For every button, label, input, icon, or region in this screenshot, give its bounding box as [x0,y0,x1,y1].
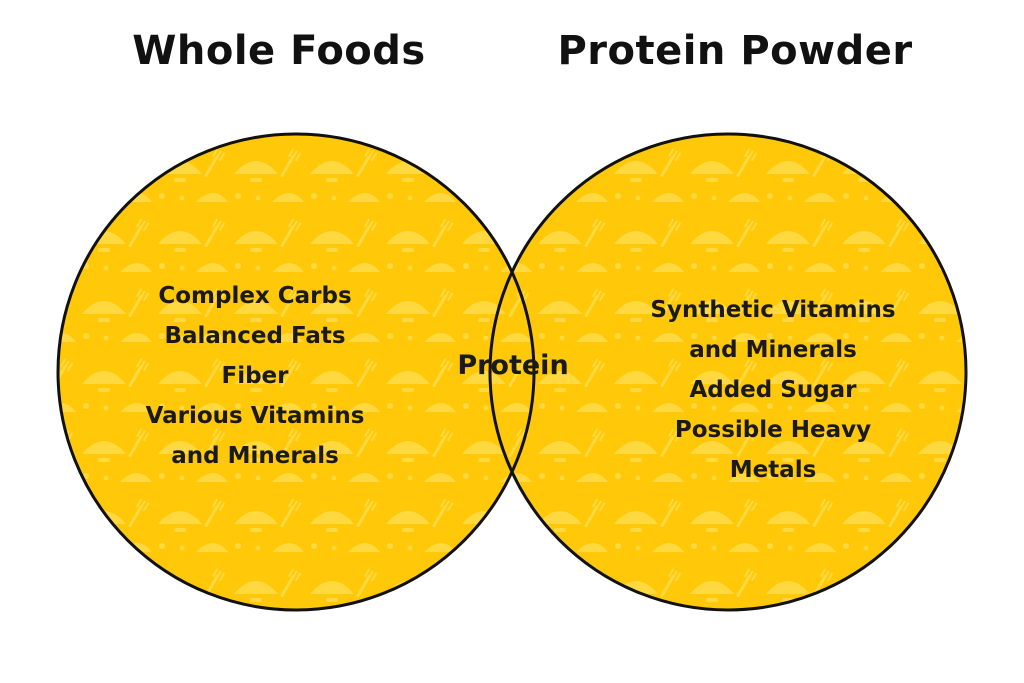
right-set-item: and Minerals [689,337,857,363]
left-circle [58,134,534,610]
right-set-item: Possible Heavy [674,417,872,443]
right-circle-outline [488,132,968,612]
left-circle-outline [56,132,536,612]
right-set-item: Synthetic Vitamins [650,297,896,323]
left-set-item: and Minerals [171,443,339,469]
overlap-label: Protein [457,350,569,381]
left-set-item: Balanced Fats [164,323,346,349]
right-circle [490,134,966,610]
left-set-item: Complex Carbs [158,283,352,309]
left-set-item: Fiber [221,363,289,389]
right-set-items: Synthetic Vitamins and Minerals Added Su… [608,290,938,490]
right-set-item: Added Sugar [689,377,857,403]
left-set-title: Whole Foods [132,28,426,74]
right-set-item: Metals [729,457,817,483]
right-set-title: Protein Powder [557,28,913,74]
left-set-item: Various Vitamins [145,403,365,429]
left-set-items: Complex Carbs Balanced Fats Fiber Variou… [100,276,410,476]
